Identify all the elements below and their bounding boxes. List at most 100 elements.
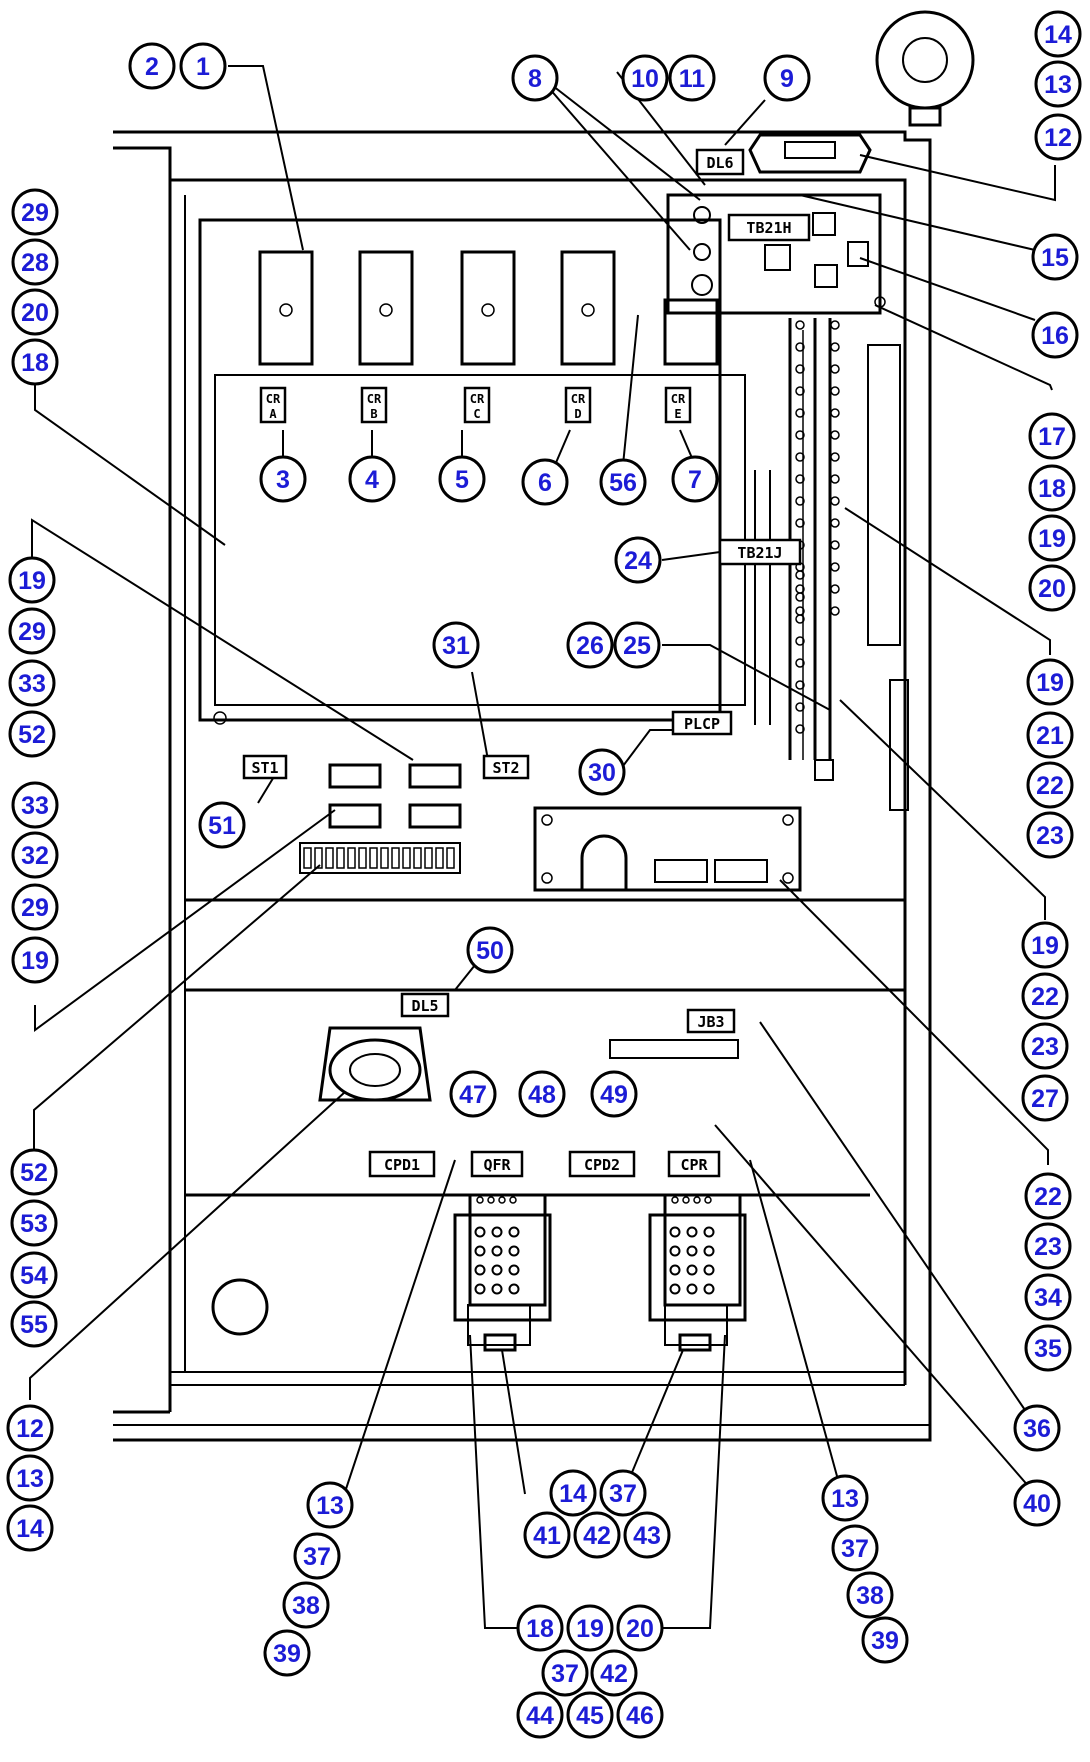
callout-number: 41 [533,1522,561,1550]
callout-circle [449,1070,497,1118]
callout-number: 27 [1031,1085,1059,1113]
svg-text:QFR: QFR [483,1156,511,1174]
svg-text:DL6: DL6 [706,154,733,172]
callout-7: 7 [671,455,719,503]
socket-contact [703,1264,715,1276]
socket-contact [704,1196,712,1204]
terminal-pin [369,847,378,869]
terminal-pin [303,847,312,869]
svg-text:PLCP: PLCP [684,715,720,733]
callout-circle [516,1691,564,1739]
callout-5: 5 [438,455,486,503]
callout-circle [11,338,59,386]
callout-circle [671,455,719,503]
callout-27: 27 [1021,1074,1069,1122]
callout-54: 54 [10,1251,58,1299]
terminal-screw [795,592,805,602]
terminal-screw [795,474,805,484]
callout-52b: 52 [10,1148,58,1196]
callout-circle [1021,1074,1069,1122]
callout-50: 50 [466,926,514,974]
callout-number: 13 [1044,71,1072,99]
callout-number: 18 [526,1615,554,1643]
socket-contact [693,1196,701,1204]
callout-circle [11,936,59,984]
svg-text:CPR: CPR [680,1156,708,1174]
svg-text:C: C [473,407,480,421]
callout-circle [668,54,716,102]
callout-circle [11,781,59,829]
socket-contact [508,1226,520,1238]
svg-text:CR: CR [266,392,281,406]
tb21j-strip [754,318,909,811]
svg-text:A: A [269,407,277,421]
tag-dl6: DL6 [695,148,745,176]
callout-47: 47 [449,1070,497,1118]
terminal-screw [830,408,840,418]
socket-contact [686,1264,698,1276]
socket-contact [669,1226,681,1238]
callout-1: 1 [179,42,227,90]
socket-contact [703,1226,715,1238]
socket-contact [508,1245,520,1257]
callout-23b: 23 [1021,1022,1069,1070]
callout-28: 28 [11,238,59,286]
callout-circle [263,1629,311,1677]
callout-14a: 14 [1034,10,1082,58]
callout-number: 3 [276,466,290,494]
callout-number: 15 [1041,244,1069,272]
callout-6: 6 [521,458,569,506]
callout-number: 12 [1044,124,1072,152]
callout-circle [1034,113,1082,161]
callout-number: 37 [551,1660,579,1688]
callout-circle [1013,1479,1061,1527]
callout-13d: 13 [821,1474,869,1522]
terminal-pin [358,847,367,869]
callout-19d: 19 [11,936,59,984]
callout-number: 6 [538,469,552,497]
callout-number: 23 [1036,822,1064,850]
socket-contact [487,1196,495,1204]
callout-number: 30 [588,759,616,787]
callout-14b: 14 [6,1504,54,1552]
callout-44: 44 [516,1691,564,1739]
callout-51: 51 [198,801,246,849]
st-connectors [299,763,462,874]
terminal-screw [795,614,805,624]
callout-number: 42 [583,1522,611,1550]
svg-text:D: D [574,407,581,421]
svg-text:DL5: DL5 [411,997,438,1015]
callout-12a: 12 [1034,113,1082,161]
svg-text:CR: CR [470,392,485,406]
callout-20b: 20 [1028,564,1076,612]
socket-contact [491,1264,503,1276]
tag-cr-c: CR C [463,386,491,424]
callout-number: 40 [1023,1490,1051,1518]
callout-14c: 14 [549,1469,597,1517]
callout-circle [1021,972,1069,1020]
terminal-screw [795,570,805,580]
terminal-screw [830,562,840,572]
socket-contact [491,1245,503,1257]
callout-20c: 20 [616,1604,664,1652]
callout-circle [616,1691,664,1739]
callout-circle [1024,1324,1072,1372]
callout-12b: 12 [6,1404,54,1452]
callout-circle [831,1524,879,1572]
callout-56: 56 [599,458,647,506]
svg-text:ST1: ST1 [251,759,278,777]
socket-contact [474,1264,486,1276]
tag-st2: ST2 [482,754,530,780]
callout-circle [846,1571,894,1619]
terminal-screw [795,386,805,396]
callout-37a: 37 [293,1532,341,1580]
callout-circle [6,1454,54,1502]
callout-number: 10 [631,65,659,93]
callout-number: 37 [609,1480,637,1508]
callout-circle [259,455,307,503]
callout-number: 33 [18,670,46,698]
terminal-screw [795,636,805,646]
callout-number: 44 [526,1702,554,1730]
callout-circle [763,54,811,102]
callout-number: 34 [1034,1284,1062,1312]
